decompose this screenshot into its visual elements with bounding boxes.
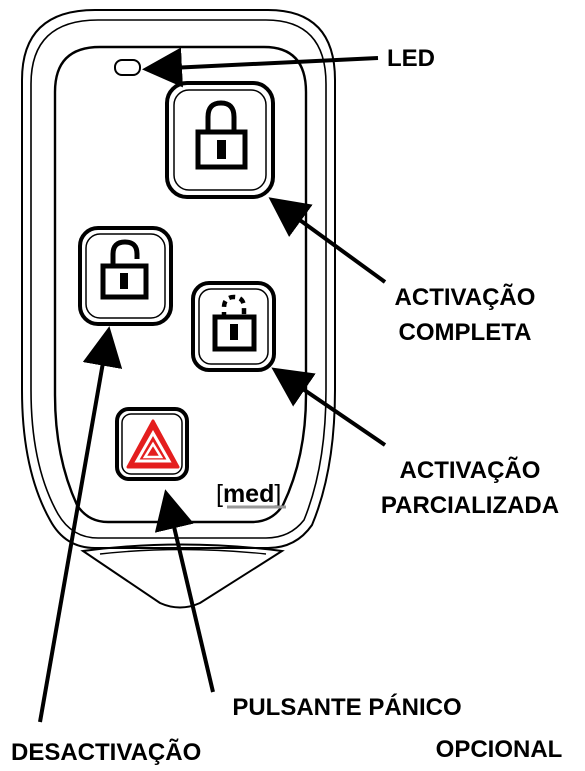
arrow-led [142, 47, 379, 88]
lock-open-icon [100, 239, 149, 300]
label-led: LED [387, 45, 435, 72]
partial-activation-button[interactable] [191, 281, 276, 372]
callout-arrows [38, 47, 387, 723]
label-panic-button: PULSANTE PÁNICO [232, 693, 461, 721]
arrow-full-activation [268, 197, 387, 284]
panic-button[interactable] [115, 407, 189, 481]
brand-open-bracket: [ [216, 480, 223, 508]
brand-name: med [223, 480, 274, 508]
label-full-activation-line2: COMPLETA [399, 319, 532, 346]
label-deactivation: DESACTIVAÇÃO [11, 738, 201, 766]
label-full-activation-line1: ACTIVAÇÃO [395, 283, 536, 311]
remote-outline-outer [21, 9, 336, 549]
deactivation-button[interactable] [78, 226, 173, 326]
brand-close-bracket: ] [274, 480, 281, 508]
lock-partial-icon [212, 294, 257, 352]
label-partial-activation-line1: ACTIVAÇÃO [400, 456, 541, 484]
label-partial-activation-line2: PARCIALIZADA [381, 492, 559, 519]
full-activation-button[interactable] [165, 81, 275, 199]
label-optional: OPCIONAL [436, 736, 563, 763]
strap-slot-inner [99, 548, 267, 555]
led-indicator-icon [114, 59, 141, 76]
arrow-panic [154, 489, 215, 693]
remote-outline-mid [30, 19, 327, 539]
strap-slot [80, 543, 285, 609]
arrow-deactivation [38, 326, 123, 723]
warning-triangle-icon [126, 419, 180, 469]
arrow-partial-activation [271, 367, 387, 447]
brand-logo: [med] [216, 480, 281, 508]
lock-closed-icon [195, 100, 248, 170]
